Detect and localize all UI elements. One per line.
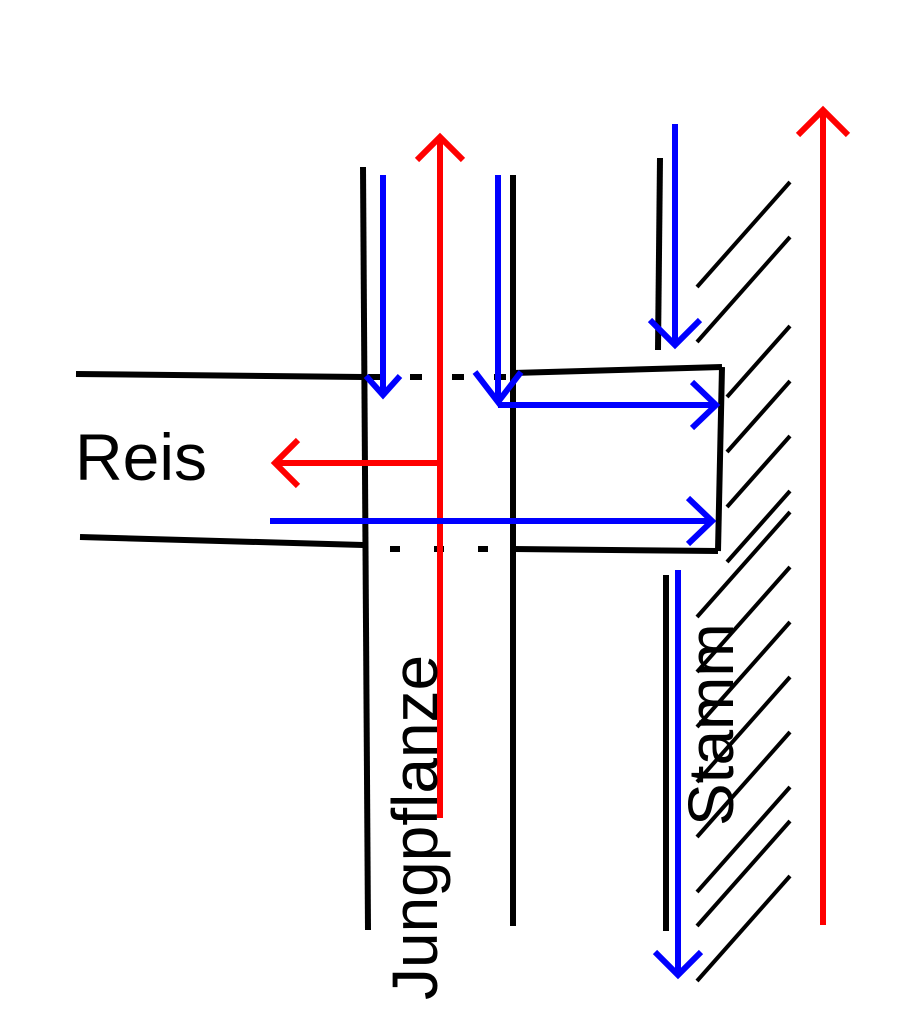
stamm-hatching — [695, 180, 792, 983]
blue-arrow-down-left-head — [363, 373, 403, 400]
blue-arrow-stamm-top-head — [647, 317, 703, 350]
red-arrow-right-head — [795, 105, 851, 138]
label-jungpflanze: Jungpflanze — [379, 655, 451, 1000]
outline-lines — [75, 157, 725, 931]
blue-arrows — [270, 124, 721, 980]
reis-bottom-edge — [79, 534, 364, 548]
red-arrow-center-head — [414, 132, 466, 163]
block-right-edge — [715, 366, 725, 552]
red-arrow-left-head — [270, 437, 301, 489]
blue-arrow-block-top-head — [689, 379, 721, 431]
blue-arrow-stamm-bottom-head — [652, 949, 704, 980]
red-arrows — [270, 105, 851, 925]
label-stamm: Stamm — [675, 623, 747, 826]
stamm-wall-top — [655, 157, 663, 351]
reis-top-edge — [75, 371, 364, 380]
label-reis: Reis — [75, 420, 207, 494]
blue-arrow-block-bottom-head — [685, 495, 717, 547]
block-bottom-edge — [512, 546, 719, 554]
block-top-edge — [512, 364, 723, 376]
jungpflanze-left-wall — [360, 166, 371, 931]
